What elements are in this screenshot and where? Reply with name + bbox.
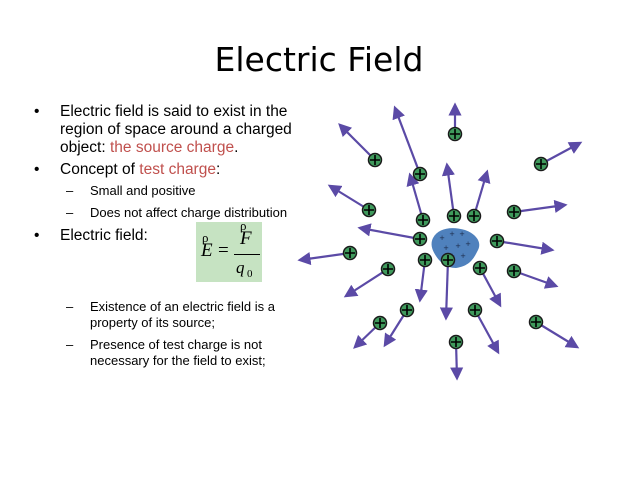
bullet-text: Concept of	[60, 161, 140, 178]
field-arrow	[327, 184, 370, 211]
bullet-electric-field: Electric field:	[34, 227, 324, 245]
plus-sign	[492, 236, 502, 246]
field-arrow	[513, 199, 568, 214]
field-arrow	[357, 223, 421, 241]
sub-bullet-small-positive: Small and positive	[34, 183, 324, 199]
plus-sign	[509, 207, 519, 217]
plus-sign	[450, 129, 460, 139]
source-plus: +	[443, 244, 449, 252]
highlight-test-charge: test charge	[139, 161, 216, 178]
highlight-source-charge: the source charge	[109, 139, 235, 156]
plus-sign	[364, 205, 374, 215]
bullet-list: Electric field is said to exist in the r…	[34, 103, 324, 375]
plus-sign	[383, 264, 393, 274]
source-plus: +	[460, 252, 466, 260]
plus-sign	[470, 305, 480, 315]
formula-vector-mark-e: ρ	[202, 230, 209, 245]
plus-sign	[475, 263, 485, 273]
field-arrow	[338, 123, 376, 161]
formula-q: q	[236, 258, 245, 277]
field-arrow	[540, 141, 583, 165]
formula-vector-mark-f: ρ	[240, 218, 247, 233]
plus-sign	[420, 255, 430, 265]
plus-sign	[536, 159, 546, 169]
plus-sign	[443, 255, 453, 265]
plus-sign	[345, 248, 355, 258]
sub-bullet-no-effect: Does not affect charge distribution	[34, 205, 324, 221]
field-arrow	[472, 169, 491, 217]
bullet-test-charge: Concept of test charge:	[34, 161, 324, 179]
field-arrow	[392, 105, 422, 175]
bullet-text: Electric field is said to exist in the r…	[60, 103, 292, 156]
field-arrow	[406, 172, 425, 221]
field-arrow	[496, 239, 555, 255]
slide-title: Electric Field	[214, 40, 424, 79]
field-arrow	[343, 268, 389, 298]
formula-f: F	[240, 228, 252, 249]
source-plus: +	[459, 230, 465, 238]
field-arrow	[535, 321, 580, 349]
sub-bullet-existence: Existence of an electric field is a prop…	[34, 299, 324, 331]
plus-sign	[375, 318, 385, 328]
source-plus: +	[449, 230, 455, 238]
source-plus: +	[439, 234, 445, 242]
plus-sign	[415, 234, 425, 244]
bullet-punct: :	[215, 161, 221, 178]
bullet-punct: .	[234, 139, 239, 156]
test-charges	[342, 126, 549, 350]
source-plus: +	[465, 240, 471, 248]
field-arrow	[474, 309, 500, 355]
plus-sign	[415, 169, 425, 179]
formula-subscript: 0	[247, 268, 253, 280]
plus-sign	[449, 211, 459, 221]
source-plus: +	[455, 242, 461, 250]
formula-equals: =	[218, 240, 229, 261]
plus-sign	[509, 266, 519, 276]
field-arrow	[513, 269, 559, 289]
plus-sign	[418, 215, 428, 225]
plus-sign	[370, 155, 380, 165]
field-arrow	[441, 162, 456, 217]
plus-sign	[451, 337, 461, 347]
sub-bullet-presence: Presence of test charge is not necessary…	[34, 337, 324, 369]
plus-sign	[531, 317, 541, 327]
field-arrow	[297, 251, 351, 266]
bullet-source-charge: Electric field is said to exist in the r…	[34, 103, 324, 157]
field-arrow	[439, 259, 453, 321]
field-formula: ρ ρ E = F q 0	[196, 218, 262, 282]
plus-sign	[469, 211, 479, 221]
plus-sign	[402, 305, 412, 315]
formula-e: E	[201, 240, 213, 261]
formula-fraction-bar	[234, 254, 260, 255]
